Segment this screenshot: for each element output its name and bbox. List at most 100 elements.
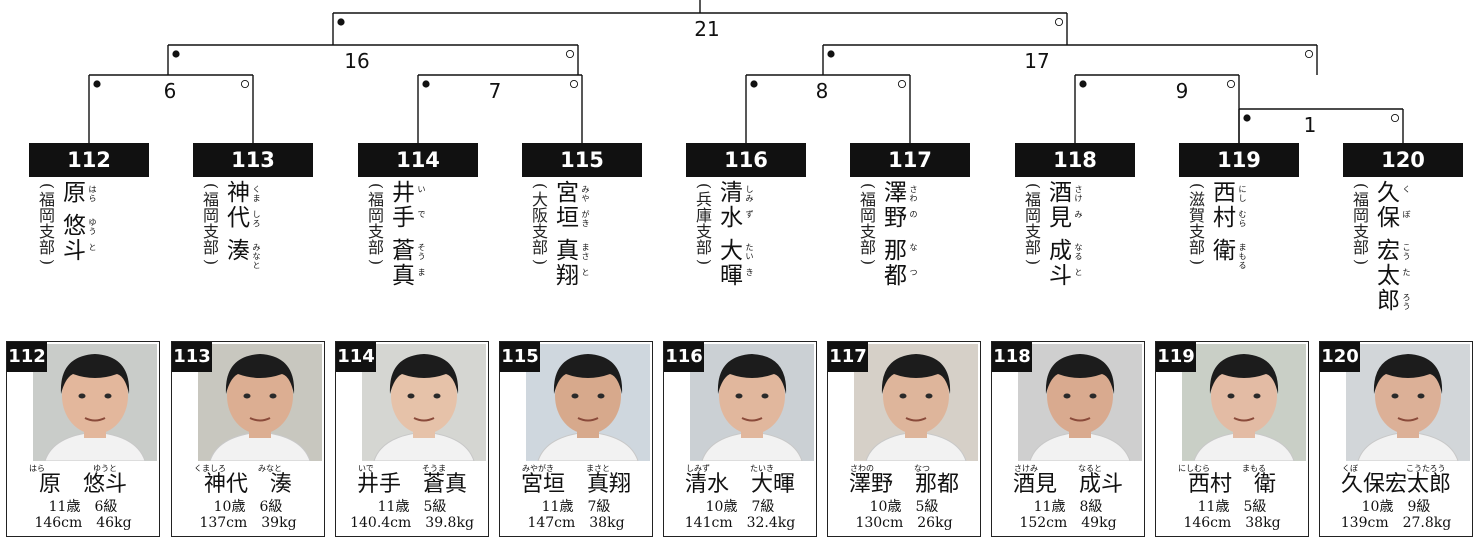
surname-vertical: 西にし村むら [1212, 181, 1262, 231]
affiliation-char: 支 [859, 222, 876, 241]
affiliation-char: ( [695, 182, 714, 190]
surname-reading: くぼ [1342, 464, 1358, 473]
affiliation-char: 支 [1188, 222, 1205, 241]
furigana: と [1074, 268, 1083, 277]
name-char: 久く [1376, 181, 1426, 206]
surname-vertical: 原はら [62, 181, 112, 206]
affiliation: (福岡支部) [365, 180, 387, 268]
name-char: 代しろ [226, 206, 276, 231]
name-char: 宏こう [1376, 239, 1426, 264]
kanji: 神 [227, 180, 250, 206]
furigana: くま [252, 185, 261, 203]
kanji: 太 [1377, 263, 1400, 289]
surname-reading: にしむら [1178, 464, 1210, 473]
affiliation-char: 大 [531, 190, 548, 209]
kanji: 宏 [1377, 238, 1400, 264]
red-corner-marker [750, 80, 758, 88]
name-char: 太た [1376, 264, 1426, 289]
surname-reading: いで [358, 464, 374, 473]
portrait-image [690, 344, 814, 461]
surname-reading: くましろ [194, 464, 226, 473]
given-name-vertical: 悠ゆう斗と [62, 214, 112, 264]
affiliation-char: 庫 [695, 206, 712, 225]
surname-vertical: 久く保ぼ [1376, 181, 1426, 231]
player-number: 116 [686, 143, 806, 177]
given-name-vertical: 衛まもる [1212, 239, 1262, 271]
name-char: 衛まもる [1212, 239, 1262, 271]
name-char: 野の [883, 206, 933, 231]
player-photo [1018, 344, 1142, 461]
height-weight: 140.4cm 39.8kg [350, 515, 474, 531]
age-grade: 11歳 8級 [1033, 499, 1103, 515]
player-number: 117 [850, 143, 970, 177]
card-number: 116 [664, 342, 704, 372]
player-number: 119 [1179, 143, 1299, 177]
match-number: 8 [816, 79, 829, 103]
card-number: 120 [1320, 342, 1360, 372]
player-photo [690, 344, 814, 461]
height-weight: 146cm 46kg [34, 515, 132, 531]
card-full-name: 西村 衛 [1187, 472, 1276, 497]
match-number: 17 [1024, 49, 1049, 73]
card-full-name: 宮垣 真翔 [520, 472, 631, 497]
name-char: 暉き [719, 264, 769, 289]
surname-reading: さけみ [1014, 464, 1038, 473]
name-char: 澤さわ [883, 181, 933, 206]
match-number: 6 [164, 79, 177, 103]
affiliation-char: ( [859, 182, 878, 190]
player-photo [1346, 344, 1470, 461]
furigana: みなと [252, 243, 261, 270]
given-reading: たいき [750, 464, 774, 473]
portrait-image [362, 344, 486, 461]
given-reading: なつ [914, 464, 930, 473]
affiliation-char: 岡 [367, 206, 384, 225]
name-char: 見み [1048, 206, 1098, 231]
player-number: 120 [1343, 143, 1463, 177]
portrait-image [854, 344, 978, 461]
white-corner-marker [897, 79, 907, 89]
furigana: にし [1238, 185, 1247, 203]
white-corner-marker [1390, 113, 1400, 123]
affiliation-char: 部 [367, 238, 384, 257]
name-reading: にしむらまもる [1156, 463, 1308, 475]
affiliation-char: ) [859, 258, 878, 266]
card-number: 114 [336, 342, 376, 372]
name-char: 悠ゆう [62, 214, 112, 239]
furigana: の [909, 210, 918, 219]
kanji: 井 [392, 180, 415, 206]
player-number: 114 [358, 143, 478, 177]
kanji: 斗 [1049, 263, 1072, 289]
name-char: 真ま [391, 264, 441, 289]
given-name-vertical: 湊みなと [226, 239, 276, 271]
furigana: ま [417, 268, 426, 277]
surname-vertical: 神くま代しろ [226, 181, 276, 231]
kanji: 真 [392, 263, 415, 289]
furigana: さけ [1074, 185, 1083, 203]
surname-reading: はら [29, 464, 45, 473]
affiliation-char: ( [202, 182, 221, 190]
affiliation-char: 支 [38, 222, 55, 241]
white-corner-marker [1226, 79, 1236, 89]
affiliation-char: ( [1188, 182, 1207, 190]
surname-vertical: 酒さけ見み [1048, 181, 1098, 231]
affiliation-char: 賀 [1188, 206, 1205, 225]
name-char: 垣がき [555, 206, 605, 231]
affiliation-char: ) [1188, 258, 1207, 266]
affiliation-char: ( [38, 182, 57, 190]
surname-reading: さわの [850, 464, 874, 473]
affiliation-char: 福 [1352, 190, 1369, 209]
given-name-vertical: 那な都つ [883, 239, 933, 289]
name-char: 大たい [719, 239, 769, 264]
furigana: しみ [745, 185, 754, 203]
given-name-vertical: 真まさ翔と [555, 239, 605, 289]
card-number: 117 [828, 342, 868, 372]
surname-reading: みやがき [522, 464, 554, 473]
affiliation-char: 部 [531, 238, 548, 257]
affiliation-char: ) [531, 258, 550, 266]
affiliation-char: 滋 [1188, 190, 1205, 209]
